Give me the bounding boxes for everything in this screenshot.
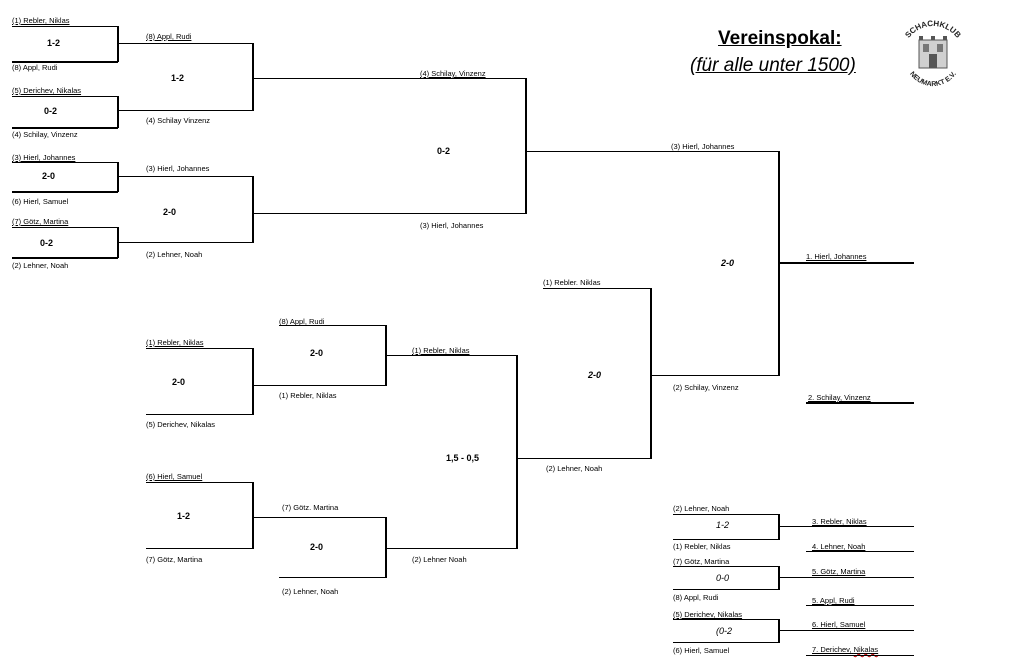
lr2m2-score: 2-0: [310, 542, 324, 552]
r1m3-score: 2-0: [42, 171, 56, 181]
lr1m1-player1: (1) Rebler, Niklas: [146, 338, 204, 347]
lr1m1-score: 2-0: [172, 377, 186, 387]
r1m2-score: 0-2: [44, 106, 58, 116]
lr2m2-player2: (2) Lehner, Noah: [282, 587, 339, 596]
semi-player1: (4) Schilay, Vinzenz: [420, 69, 486, 78]
semi-score: 0-2: [437, 146, 451, 156]
place-7: 7. Derichev, Nikalas: [812, 645, 878, 654]
place-4: 4. Lehner, Noah: [812, 542, 866, 551]
r2m1-player1: (8) Appl, Rudi: [146, 32, 192, 41]
lr3-player1: (1) Rebler, Niklas: [412, 346, 470, 355]
place-5b: 5. Appl, Rudi: [812, 596, 855, 605]
r1m2-player1: (5) Derichev, Nikalas: [12, 86, 82, 95]
pm6-player2: (6) Hierl, Samuel: [673, 646, 730, 655]
lr2m1-score: 2-0: [310, 348, 324, 358]
final-player2: (2) Schilay, Vinzenz: [673, 383, 739, 392]
place-5a: 5. Götz, Martina: [812, 567, 866, 576]
lr1m2-player2: (7) Götz, Martina: [146, 555, 203, 564]
r2m1-score: 1-2: [171, 73, 185, 83]
lf-score: 2-0: [588, 370, 602, 380]
r2m2-score: 2-0: [163, 207, 177, 217]
place-7-label: 7. Derichev,: [812, 645, 852, 654]
page-subtitle: (für alle unter 1500): [690, 55, 856, 76]
lr3-player2: (2) Lehner Noah: [412, 555, 467, 564]
pm6-player1: (5) Derichev, Nikalas: [673, 610, 743, 619]
r1m4-player1: (7) Götz, Martina: [12, 217, 69, 226]
page-title: Vereinspokal:: [718, 28, 842, 49]
r1m1-player2: (8) Appl, Rudi: [12, 63, 58, 72]
r1m3-player2: (6) Hierl, Samuel: [12, 197, 69, 206]
pm3-player1: (2) Lehner, Noah: [673, 504, 730, 513]
lr3-score: 1,5 - 0,5: [446, 453, 480, 463]
r1m1-score: 1-2: [47, 38, 61, 48]
pm3-score: 1-2: [716, 520, 730, 530]
lf-player1: (1) Rebler. Niklas: [543, 278, 601, 287]
place-3: 3. Rebler, Niklas: [812, 517, 867, 526]
svg-text:NEUMARKT E.V.: NEUMARKT E.V.: [908, 71, 958, 88]
lr2m1-player2: (1) Rebler, Niklas: [279, 391, 337, 400]
lr1m2-player1: (6) Hierl, Samuel: [146, 472, 203, 481]
final-player1: (3) Hierl, Johannes: [671, 142, 735, 151]
chess-club-seal-icon: SCHACHKLUB NEUMARKT E.V.: [903, 19, 962, 88]
pm3-player2: (1) Rebler, Niklas: [673, 542, 731, 551]
r1m3-player1: (3) Hierl, Johannes: [12, 153, 76, 162]
place-1: 1. Hierl, Johannes: [806, 252, 867, 261]
pm5-score: 0-0: [716, 573, 730, 583]
lr1m1-player2: (5) Derichev, Nikalas: [146, 420, 216, 429]
place-7-suffix: Nikalas: [853, 645, 879, 654]
r2m2-player1: (3) Hierl, Johannes: [146, 164, 210, 173]
lr2m2-player1: (7) Götz. Martina: [282, 503, 339, 512]
r2m2-player2: (2) Lehner, Noah: [146, 250, 203, 259]
r1m4-player2: (2) Lehner, Noah: [12, 261, 69, 270]
r2m1-player2: (4) Schilay Vinzenz: [146, 116, 211, 125]
seal-text-bottom: NEUMARKT E.V.: [908, 71, 958, 88]
pm6-score: (0-2: [716, 626, 733, 636]
lr2m1-player1: (8) Appl, Rudi: [279, 317, 325, 326]
semi-player2: (3) Hierl, Johannes: [420, 221, 484, 230]
lr1m2-score: 1-2: [177, 511, 191, 521]
pm5-player1: (7) Götz, Martina: [673, 557, 730, 566]
place-6: 6. Hierl, Samuel: [812, 620, 866, 629]
r1m4-score: 0-2: [40, 238, 54, 248]
r1m2-player2: (4) Schilay, Vinzenz: [12, 130, 78, 139]
place-2: 2. Schilay, Vinzenz: [808, 393, 871, 402]
final-score: 2-0: [721, 258, 735, 268]
lf-player2: (2) Lehner, Noah: [546, 464, 603, 473]
pm5-player2: (8) Appl, Rudi: [673, 593, 719, 602]
r1m1-player1: (1) Rebler, Niklas: [12, 16, 70, 25]
